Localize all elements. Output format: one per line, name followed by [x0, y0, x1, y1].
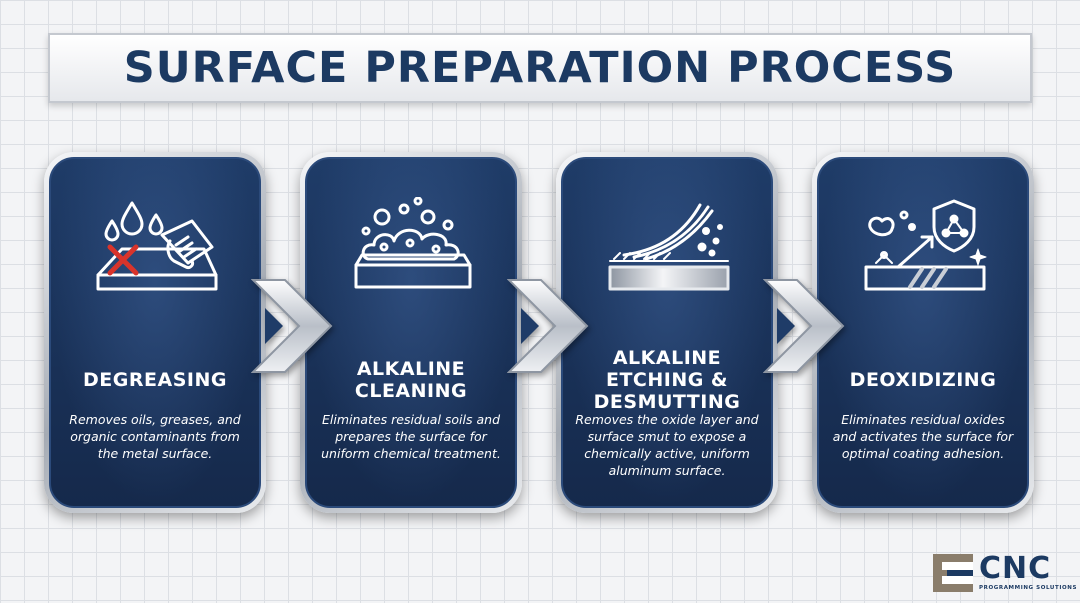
card-panel: ALKALINE CLEANING Eliminates residual so…	[305, 157, 517, 508]
step-title: DEOXIDIZING	[849, 369, 997, 391]
step-title: DEGREASING	[83, 369, 227, 391]
step-title: ALKALINE CLEANING	[354, 358, 468, 402]
step-description: Removes the oxide layer and surface smut…	[575, 412, 759, 478]
chevron-right-icon	[763, 279, 845, 373]
card-panel: DEGREASING Removes oils, greases, and or…	[49, 157, 261, 508]
etching-surface-icon	[608, 203, 730, 291]
logo-text: CNC	[979, 551, 1052, 586]
company-logo: CNC PROGRAMMING SOLUTIONS	[933, 551, 1076, 595]
step-description: Eliminates residual soils and prepares t…	[321, 412, 501, 461]
step-description: Removes oils, greases, and organic conta…	[69, 412, 241, 461]
process-step-card-alkaline-etching-desmutting: ALKALINE ETCHING & DESMUTTING Removes th…	[556, 152, 778, 513]
foam-bubbles-icon	[354, 197, 472, 289]
step-title: ALKALINE ETCHING & DESMUTTING	[593, 347, 741, 413]
degreasing-wipe-icon	[96, 201, 218, 291]
page-title: SURFACE PREPARATION PROCESS	[123, 43, 957, 93]
process-step-card-degreasing: DEGREASING Removes oils, greases, and or…	[44, 152, 266, 513]
title-banner: SURFACE PREPARATION PROCESS	[48, 33, 1032, 103]
process-step-card-deoxidizing: DEOXIDIZING Eliminates residual oxides a…	[812, 152, 1034, 513]
card-panel: DEOXIDIZING Eliminates residual oxides a…	[817, 157, 1029, 508]
logo-subtext: PROGRAMMING SOLUTIONS	[979, 585, 1078, 591]
card-panel: ALKALINE ETCHING & DESMUTTING Removes th…	[561, 157, 773, 508]
cnc-logo-mark-icon	[933, 554, 973, 592]
step-description: Eliminates residual oxides and activates…	[832, 412, 1014, 461]
chevron-right-icon	[507, 279, 589, 373]
chevron-right-icon	[251, 279, 333, 373]
process-step-card-alkaline-cleaning: ALKALINE CLEANING Eliminates residual so…	[300, 152, 522, 513]
shield-activation-icon	[864, 199, 987, 291]
